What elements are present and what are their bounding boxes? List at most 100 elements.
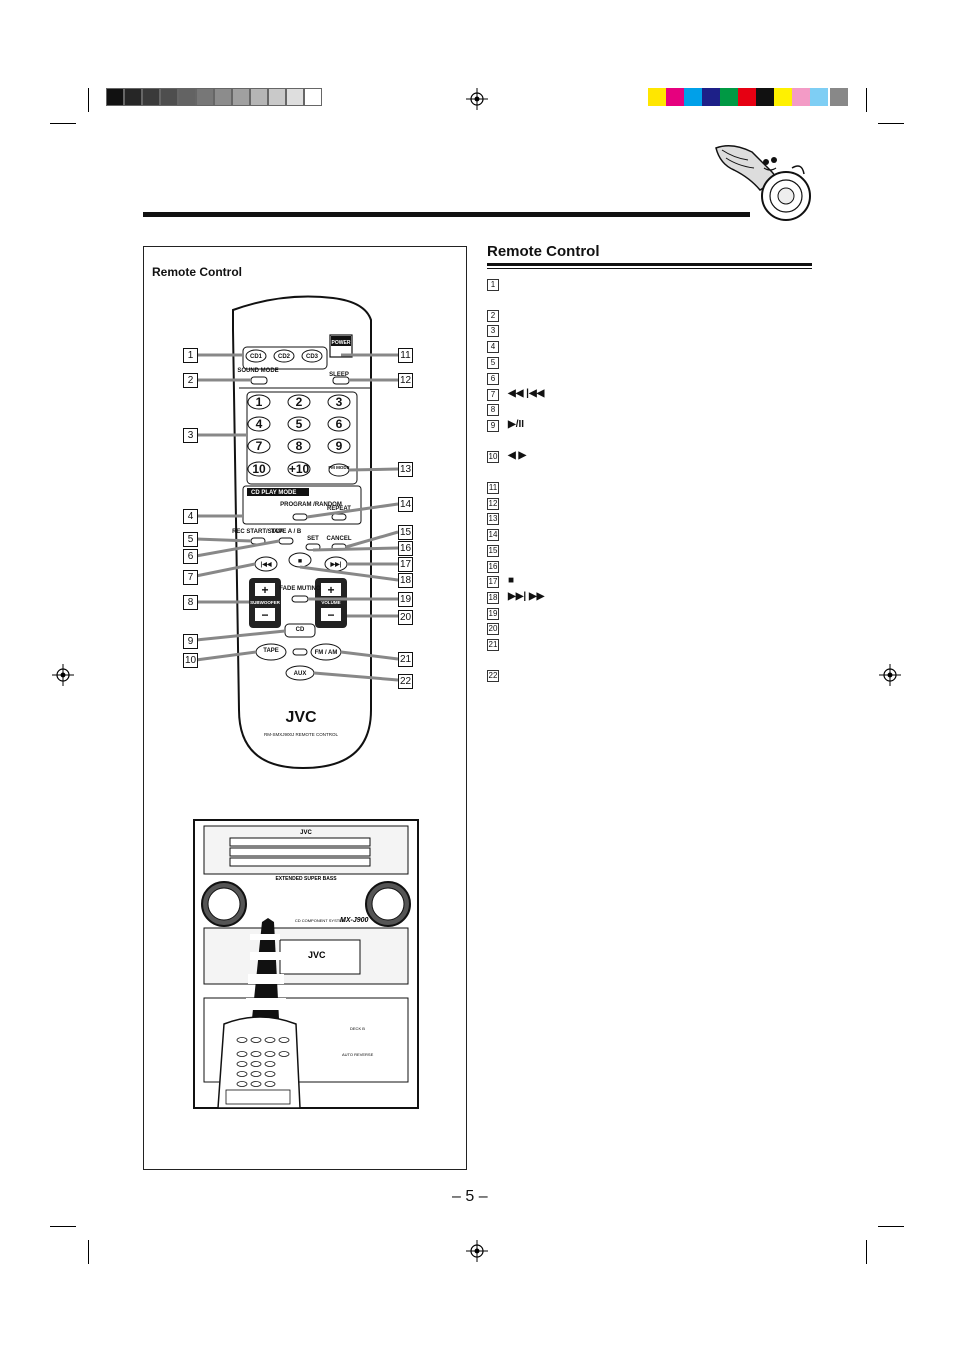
list-item-number: 12 — [487, 498, 499, 510]
callout-number: 21 — [398, 652, 413, 667]
svg-text:−: − — [327, 608, 334, 622]
list-item-number: 5 — [487, 357, 499, 369]
callout-number: 2 — [183, 373, 198, 388]
svg-text:−: − — [261, 608, 268, 622]
digit-label: 7 — [256, 439, 263, 453]
stereo-system-label: CD COMPONENT SYSTEM — [295, 918, 345, 923]
power-label: POWER — [332, 340, 351, 346]
gray-swatch — [268, 88, 286, 106]
gray-swatch — [214, 88, 232, 106]
crop-mark — [866, 1240, 867, 1264]
volume-label: VOLUME — [321, 600, 340, 605]
section-title: Remote Control — [487, 243, 600, 260]
cd-play-pause-label: CD — [296, 627, 305, 633]
registration-mark-icon — [466, 88, 488, 110]
list-item-glyphs: ▶▶| ▶▶ — [508, 591, 545, 602]
color-swatch — [684, 88, 702, 106]
list-item-number: 1 — [487, 279, 499, 291]
digit-button — [327, 416, 351, 432]
color-swatch — [810, 88, 828, 106]
set-label: SET — [307, 536, 319, 542]
stereo-brand-mid: JVC — [308, 950, 326, 960]
gray-swatch — [286, 88, 304, 106]
gray-swatch — [124, 88, 142, 106]
callout-number: 10 — [183, 653, 198, 668]
list-item-number: 20 — [487, 623, 499, 635]
list-item-number: 11 — [487, 482, 499, 494]
program-random-label: PROGRAM /RANDOM — [280, 502, 342, 508]
gray-swatch — [250, 88, 268, 106]
color-swatch — [792, 88, 810, 106]
callout-number: 8 — [183, 595, 198, 610]
fm-am-label: FM / AM — [315, 650, 338, 656]
digit-label: 5 — [296, 417, 303, 431]
callout-number: 5 — [183, 532, 198, 547]
color-swatch — [666, 88, 684, 106]
cd3-label: CD3 — [306, 354, 319, 360]
callout-number: 17 — [398, 557, 413, 572]
stereo-system-illustration: JVC EXTENDED SUPER BASS CD COMPONENT SYS… — [193, 819, 419, 1109]
list-item-number: 3 — [487, 325, 499, 337]
digit-label: 6 — [336, 417, 343, 431]
callout-number: 12 — [398, 373, 413, 388]
registration-mark-icon — [52, 664, 74, 686]
callout-number: 6 — [183, 549, 198, 564]
digit-label: 3 — [336, 395, 343, 409]
color-swatch — [756, 88, 774, 106]
color-swatch — [738, 88, 756, 106]
crop-mark — [50, 1226, 76, 1227]
fade-muting-label: FADE MUTING — [279, 586, 321, 592]
registration-mark-icon — [466, 1240, 488, 1262]
color-swatch — [720, 88, 738, 106]
gray-swatch — [160, 88, 178, 106]
repeat-label: REPEAT — [327, 506, 351, 512]
cd1-label: CD1 — [250, 354, 263, 360]
callout-number: 9 — [183, 634, 198, 649]
list-item-number: 22 — [487, 670, 499, 682]
gramophone-horn-icon — [715, 145, 811, 221]
callout-number: 18 — [398, 573, 413, 588]
svg-text:■: ■ — [298, 558, 302, 565]
color-swatch — [774, 88, 792, 106]
gray-swatch — [232, 88, 250, 106]
cd2-label: CD2 — [278, 354, 291, 360]
digit-label: 9 — [336, 439, 343, 453]
gray-swatch — [304, 88, 322, 106]
remote-model-line: RM-SMXJ900J REMOTE CONTROL — [264, 732, 339, 737]
digit-button — [327, 394, 351, 410]
aux-label: AUX — [294, 671, 307, 677]
callout-number: 19 — [398, 592, 413, 607]
digit-button — [247, 394, 271, 410]
digit-label: +10 — [289, 462, 310, 476]
callout-number: 15 — [398, 525, 413, 540]
cancel-label: CANCEL — [327, 536, 352, 542]
list-item-number: 6 — [487, 373, 499, 385]
color-swatch — [830, 88, 848, 106]
digit-label: 8 — [296, 439, 303, 453]
digit-label: 1 — [256, 395, 263, 409]
digit-label: 2 — [296, 395, 303, 409]
color-swatch — [702, 88, 720, 106]
subwoofer-label: SUBWOOFER — [250, 600, 280, 605]
stereo-model: MX-J900 — [340, 917, 369, 924]
color-swatch — [648, 88, 666, 106]
callout-number: 4 — [183, 509, 198, 524]
registration-mark-icon — [879, 664, 901, 686]
list-item-number: 16 — [487, 561, 499, 573]
list-item-number: 18 — [487, 592, 499, 604]
list-item-glyphs: ◀◀ |◀◀ — [508, 388, 545, 399]
list-item-number: 21 — [487, 639, 499, 651]
section-rule — [487, 263, 812, 266]
digit-label: 4 — [256, 417, 263, 431]
digit-button — [247, 438, 271, 454]
svg-text:|◀◀: |◀◀ — [261, 561, 272, 568]
header-rule — [143, 212, 750, 217]
list-item-number: 8 — [487, 404, 499, 416]
list-item-number: 15 — [487, 545, 499, 557]
digit-button — [327, 438, 351, 454]
callout-number: 22 — [398, 674, 413, 689]
crop-mark — [878, 123, 904, 124]
callout-number: 14 — [398, 497, 413, 512]
